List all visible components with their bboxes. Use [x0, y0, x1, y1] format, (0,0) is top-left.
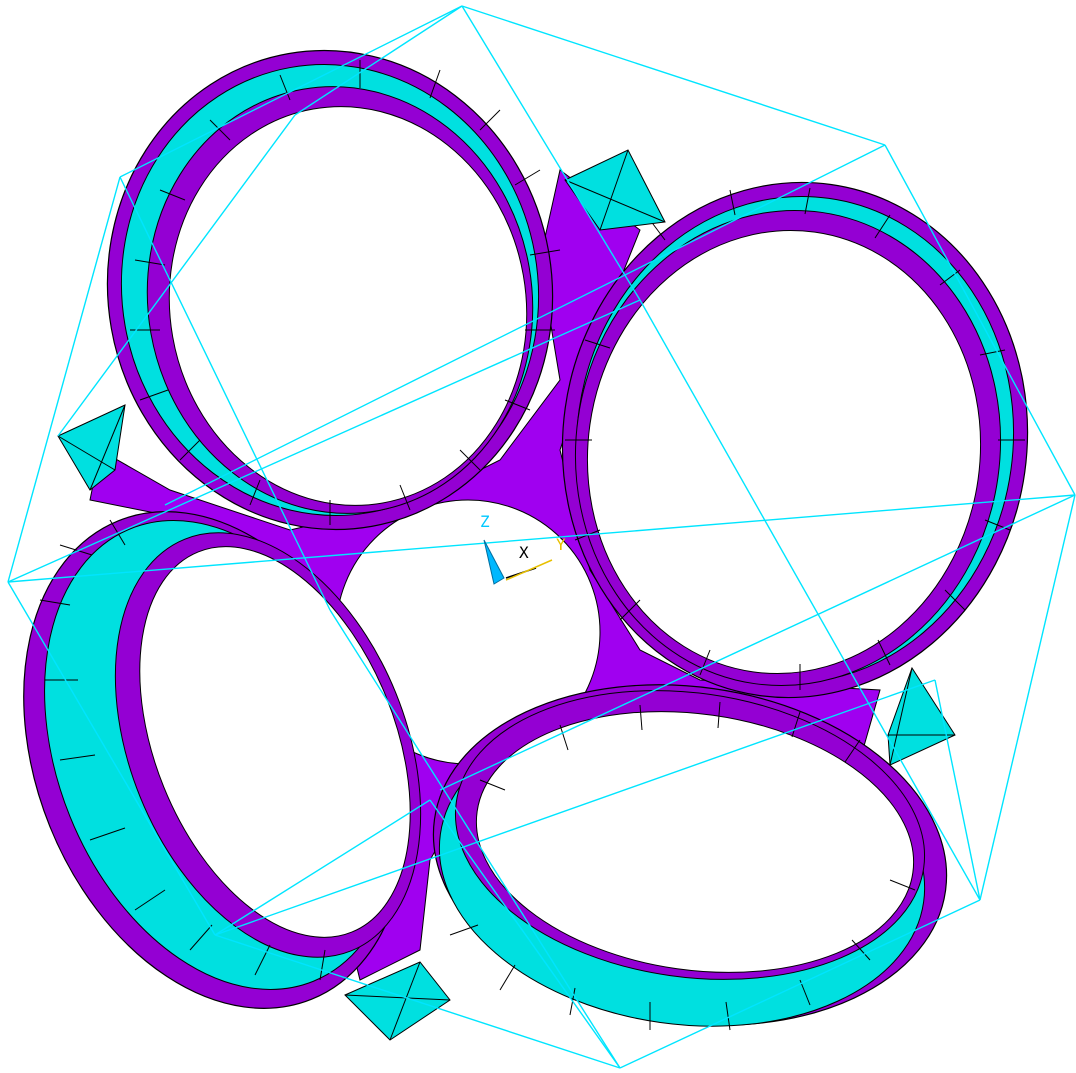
- triad-y-axis: [505, 559, 553, 581]
- pyramid-right: [887, 666, 956, 766]
- ring-right: [561, 181, 1029, 699]
- triad-z-label: Z: [480, 512, 490, 531]
- triad-z-cone: [483, 539, 505, 585]
- ring-top-left-mesh: [130, 60, 561, 525]
- ring-bottom-mesh: [449, 701, 916, 1031]
- triad-x-label: X: [519, 543, 529, 562]
- coordinate-triad: Z X Y: [480, 512, 566, 585]
- corner-pyramids: [57, 149, 956, 1041]
- ring-top-left: [106, 49, 561, 531]
- ring-bottom-left: [23, 511, 422, 1009]
- ring-bottom: [432, 684, 948, 1031]
- wireframe-edges: [7, 5, 1076, 1069]
- triad-y-label: Y: [556, 535, 566, 554]
